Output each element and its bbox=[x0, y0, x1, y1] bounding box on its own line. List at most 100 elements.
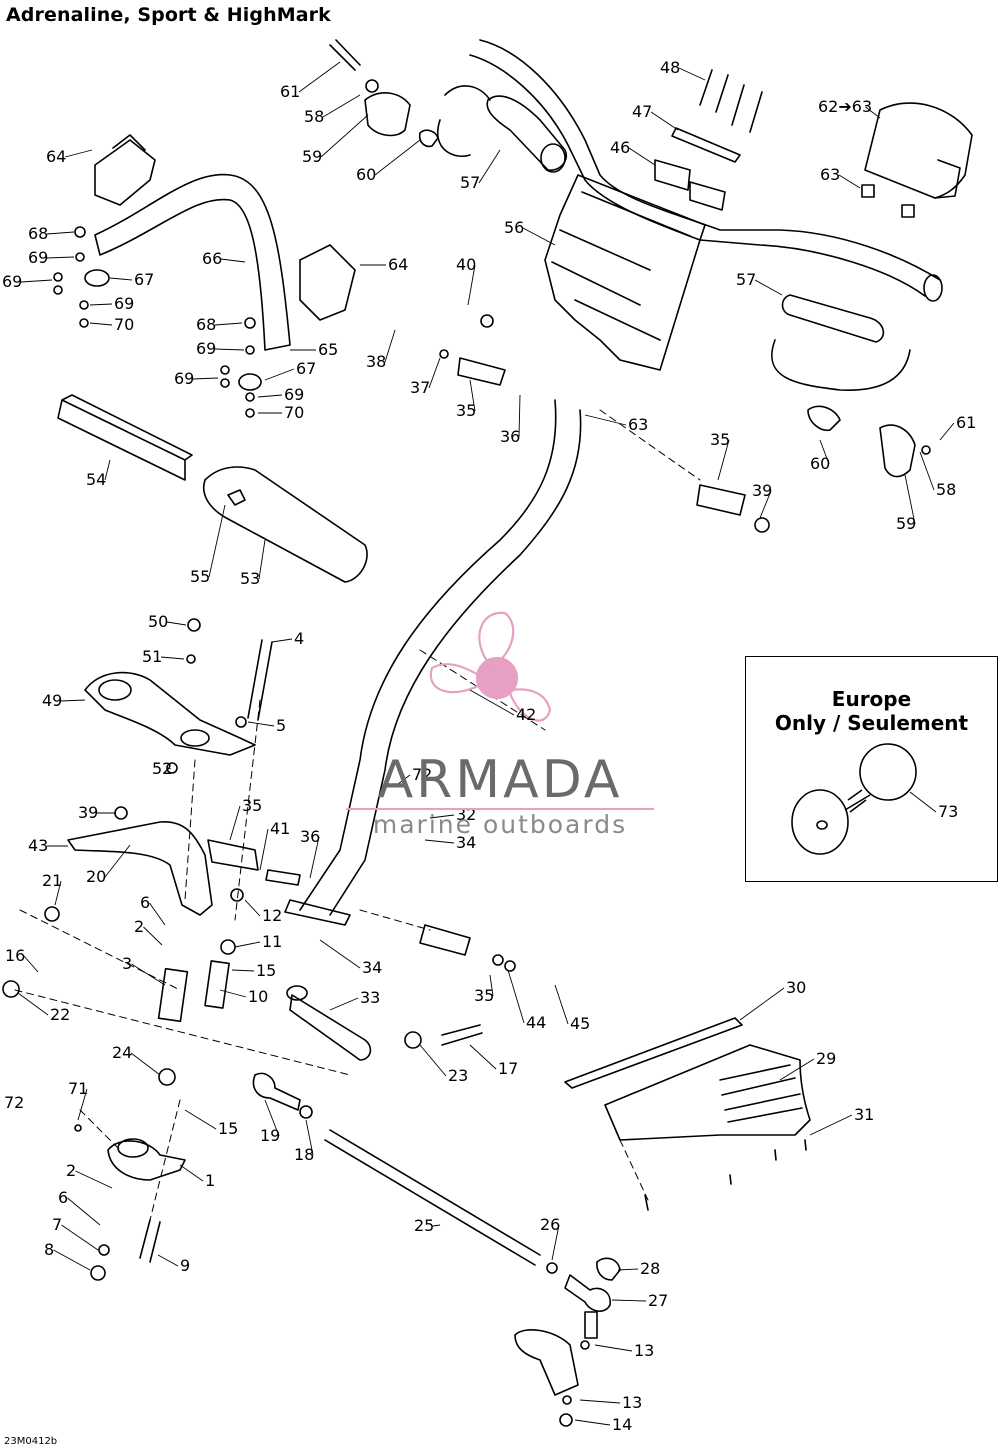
watermark-rule bbox=[346, 808, 654, 810]
callout-72: 72 bbox=[4, 1093, 24, 1112]
leader-line-31 bbox=[809, 1114, 853, 1136]
leader-line-56 bbox=[522, 227, 556, 246]
callout-69: 69 bbox=[2, 272, 22, 291]
hand-guard-bar bbox=[94, 173, 291, 351]
callout-2: 2 bbox=[134, 917, 144, 936]
callout-52: 52 bbox=[152, 759, 172, 778]
leader-line-24 bbox=[130, 1052, 161, 1076]
leader-line-4 bbox=[271, 638, 293, 643]
leader-line-51 bbox=[160, 656, 185, 660]
callout-36: 36 bbox=[300, 827, 320, 846]
callout-42: 42 bbox=[516, 705, 536, 724]
callout-28: 28 bbox=[640, 1259, 660, 1278]
callout-68: 68 bbox=[28, 224, 48, 243]
leader-line-42 bbox=[469, 689, 515, 716]
leader-line-28 bbox=[617, 1268, 639, 1271]
callout-67: 67 bbox=[134, 270, 154, 289]
leader-line-33 bbox=[329, 997, 359, 1011]
leader-line-57 bbox=[754, 279, 783, 296]
leader-line-35 bbox=[469, 379, 476, 412]
callout-58: 58 bbox=[304, 107, 324, 126]
callout-54: 54 bbox=[86, 470, 106, 489]
horn-73-drawing bbox=[791, 743, 917, 855]
callout-10: 10 bbox=[248, 987, 268, 1006]
callout-69: 69 bbox=[28, 248, 48, 267]
leader-line-55 bbox=[208, 504, 226, 578]
callout-58: 58 bbox=[936, 480, 956, 499]
leader-line-6 bbox=[67, 1197, 101, 1226]
leader-line-13 bbox=[579, 1399, 621, 1404]
callout-70: 70 bbox=[114, 315, 134, 334]
leader-line-21 bbox=[54, 880, 62, 906]
spacer-3 bbox=[157, 967, 189, 1023]
leader-line-58 bbox=[919, 451, 935, 491]
leader-line-6 bbox=[149, 902, 166, 926]
callout-39: 39 bbox=[78, 803, 98, 822]
leader-line-68 bbox=[214, 322, 243, 326]
callout-45: 45 bbox=[570, 1014, 590, 1033]
leader-line-69 bbox=[214, 348, 245, 351]
callout-73: 73 bbox=[938, 802, 958, 821]
callout-13: 13 bbox=[622, 1393, 642, 1412]
handlebar-brace bbox=[544, 174, 706, 371]
callout-68: 68 bbox=[196, 315, 216, 334]
leader-line-2 bbox=[75, 1170, 113, 1189]
watermark-logo bbox=[429, 611, 552, 722]
callout-63: 63 bbox=[628, 415, 648, 434]
callout-2: 2 bbox=[66, 1161, 76, 1180]
callout-39: 39 bbox=[752, 481, 772, 500]
leader-line-62➔63 bbox=[865, 106, 881, 119]
leader-line-8 bbox=[53, 1249, 91, 1271]
leader-line-61 bbox=[939, 422, 955, 441]
callout-69: 69 bbox=[114, 294, 134, 313]
leader-line-68 bbox=[46, 231, 75, 235]
leader-line-46 bbox=[628, 147, 656, 166]
callout-69: 69 bbox=[196, 339, 216, 358]
leader-line-30 bbox=[739, 987, 785, 1021]
callout-27: 27 bbox=[648, 1291, 668, 1310]
leader-line-66 bbox=[220, 258, 246, 263]
leader-line-19 bbox=[264, 1099, 280, 1137]
callout-7: 7 bbox=[52, 1215, 62, 1234]
leader-line-18 bbox=[305, 1119, 314, 1156]
callout-70: 70 bbox=[284, 403, 304, 422]
leader-line-5 bbox=[247, 721, 275, 727]
callout-30: 30 bbox=[786, 978, 806, 997]
callout-67: 67 bbox=[296, 359, 316, 378]
callout-21: 21 bbox=[42, 871, 62, 890]
steering-column bbox=[299, 399, 582, 916]
leader-line-59 bbox=[904, 474, 916, 525]
leader-line-35 bbox=[717, 439, 730, 481]
boot-29 bbox=[604, 1044, 811, 1141]
callout-12: 12 bbox=[262, 906, 282, 925]
callout-41: 41 bbox=[270, 819, 290, 838]
callout-71: 71 bbox=[68, 1079, 88, 1098]
leader-line-13 bbox=[594, 1344, 633, 1352]
callout-61: 61 bbox=[956, 413, 976, 432]
callout-19: 19 bbox=[260, 1126, 280, 1145]
callout-60: 60 bbox=[356, 165, 376, 184]
callout-55: 55 bbox=[190, 567, 210, 586]
callout-63: 63 bbox=[820, 165, 840, 184]
callout-43: 43 bbox=[28, 836, 48, 855]
callout-65: 65 bbox=[318, 340, 338, 359]
callout-64: 64 bbox=[46, 147, 66, 166]
leader-line-57 bbox=[478, 149, 501, 184]
leader-line-67 bbox=[109, 277, 133, 281]
cover-62 bbox=[864, 102, 973, 199]
leader-line-22 bbox=[17, 992, 49, 1016]
callout-13: 13 bbox=[634, 1341, 654, 1360]
callout-5: 5 bbox=[276, 716, 286, 735]
leader-line-20 bbox=[104, 844, 131, 878]
leader-line-48 bbox=[678, 67, 706, 81]
leader-line-53 bbox=[258, 539, 266, 580]
leader-line-67 bbox=[264, 368, 295, 381]
leader-line-64 bbox=[64, 149, 93, 158]
callout-22: 22 bbox=[50, 1005, 70, 1024]
callout-56: 56 bbox=[504, 218, 524, 237]
leader-line-32 bbox=[429, 814, 455, 819]
leader-line-27 bbox=[611, 1299, 647, 1302]
leader-line-35 bbox=[489, 974, 494, 997]
callout-59: 59 bbox=[302, 147, 322, 166]
callout-59: 59 bbox=[896, 514, 916, 533]
